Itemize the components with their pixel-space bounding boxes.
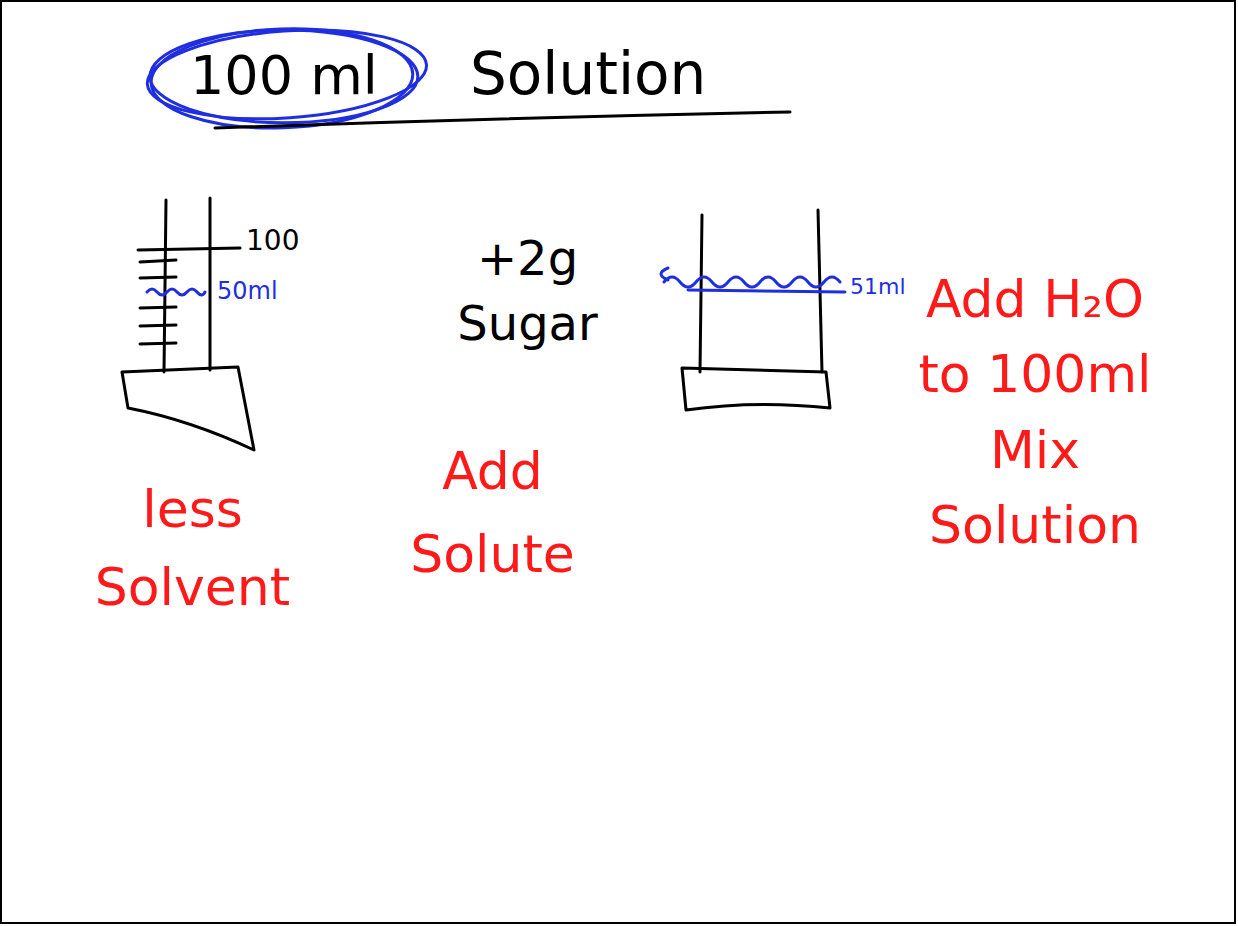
circle-mark <box>144 21 429 132</box>
solute-note: +2g Sugar <box>440 226 615 356</box>
liquid-level <box>661 268 845 292</box>
step-label: less Solvent <box>90 470 295 626</box>
beaker <box>682 210 830 410</box>
step-label: Add H₂O to 100ml Mix Solution <box>900 262 1170 564</box>
volume-label: 50ml <box>217 278 278 304</box>
heading-value: 100 ml <box>190 44 378 109</box>
volume-label: 51ml <box>850 275 906 299</box>
heading-word: Solution <box>470 40 706 110</box>
underline <box>215 112 790 128</box>
scale-mark: 100 <box>246 226 299 257</box>
graduated-cylinder <box>122 198 254 450</box>
step-label: Add Solute <box>395 430 590 596</box>
liquid-level <box>147 289 205 295</box>
